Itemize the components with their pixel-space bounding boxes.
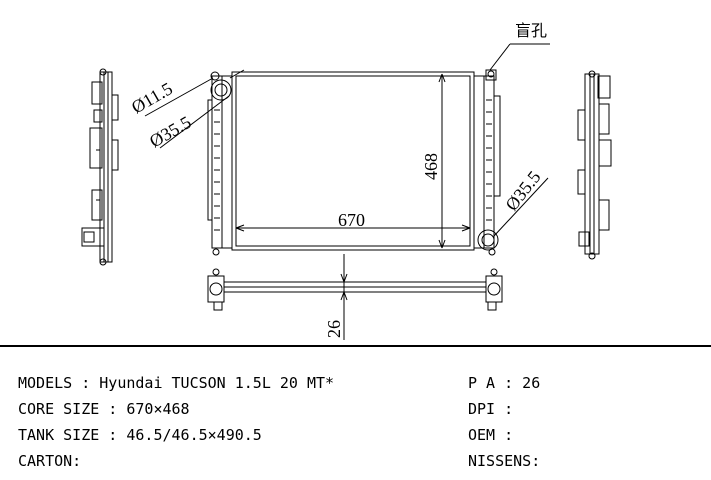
- dpi-line: DPI :: [468, 400, 514, 418]
- thickness-label: 26: [324, 320, 344, 338]
- core-size-line: CORE SIZE : 670×468: [18, 400, 190, 418]
- blind-hole-label: 盲孔: [515, 21, 547, 40]
- carton-line: CARTON:: [18, 452, 82, 470]
- pa-line: P A : 26: [468, 374, 541, 392]
- front-left-tank-ribs: [214, 109, 220, 231]
- inlet-diameter-label: Ø35.5: [146, 112, 195, 152]
- bottom-view: [207, 268, 503, 311]
- width-dimension: [235, 224, 471, 232]
- height-dimension: [438, 73, 446, 249]
- thickness-dimension: [340, 254, 348, 340]
- outlet-diameter-label: Ø35.5: [501, 167, 544, 214]
- right-side-view: [577, 70, 612, 260]
- front-right-tank-ribs: [486, 99, 492, 221]
- models-line: MODELS : Hyundai TUCSON 1.5L 20 MT*: [18, 374, 335, 392]
- front-view: [207, 69, 501, 256]
- width-label: 670: [338, 210, 365, 230]
- left-side-view: [81, 68, 119, 266]
- oem-line: OEM :: [468, 426, 514, 444]
- diameter-leader-lines: [144, 43, 550, 237]
- height-label: 468: [421, 153, 441, 180]
- radiator-technical-drawing: 盲孔 Ø11.5 Ø35.5 Ø35.5 468 670 26: [81, 21, 612, 340]
- tank-size-line: TANK SIZE : 46.5/46.5×490.5: [18, 426, 262, 444]
- separator-line: [0, 345, 711, 347]
- nissens-line: NISSENS:: [468, 452, 541, 470]
